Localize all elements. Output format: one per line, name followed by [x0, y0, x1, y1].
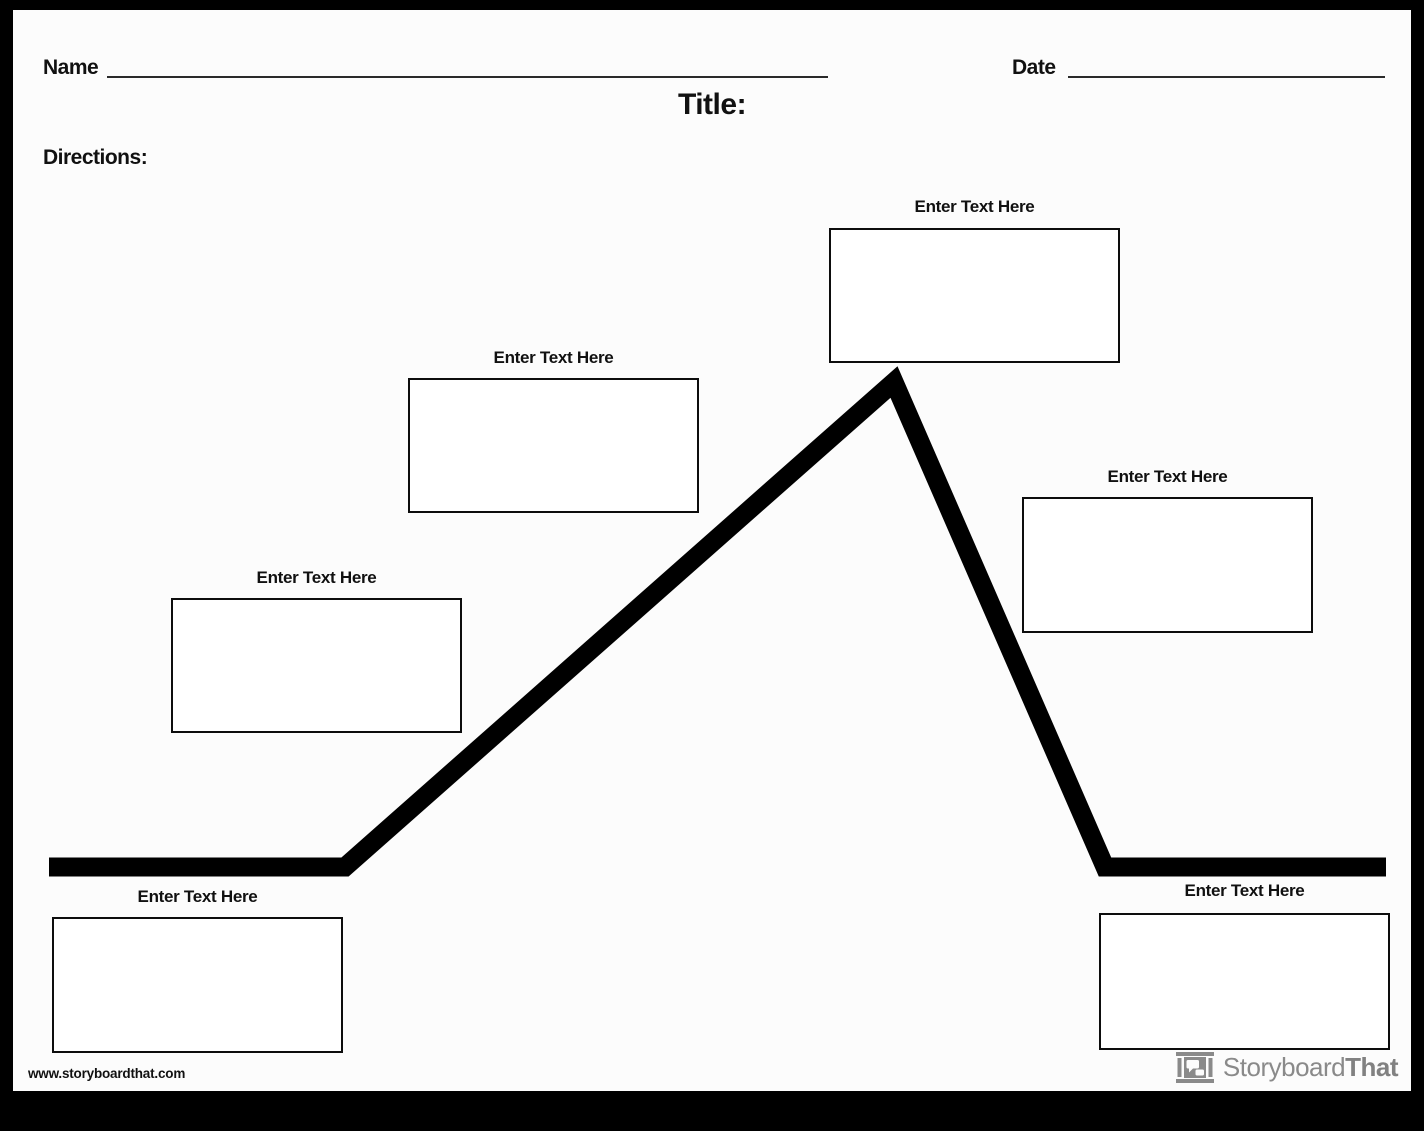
worksheet-page: Name Date Title: Directions: Enter Text …	[13, 10, 1411, 1091]
plot-box-rising-action-1[interactable]	[171, 598, 462, 733]
plot-box-label-resolution: Enter Text Here	[1184, 881, 1305, 900]
plot-box-rising-action-2[interactable]	[408, 378, 699, 513]
website-url[interactable]: www.storyboardthat.com	[28, 1066, 186, 1081]
plot-box-label-exposition: Enter Text Here	[137, 887, 258, 906]
title-label: Title:	[677, 88, 747, 121]
plot-box-exposition[interactable]	[52, 917, 343, 1053]
plot-box-label-rising-action-1: Enter Text Here	[256, 568, 377, 587]
plot-box-label-climax: Enter Text Here	[914, 197, 1035, 216]
name-label: Name	[43, 56, 99, 79]
storyboardthat-logo-icon	[1175, 1052, 1214, 1083]
date-input-line[interactable]	[1068, 76, 1385, 78]
storyboardthat-logo[interactable]: StoryboardThat	[1175, 1052, 1399, 1083]
plot-box-falling-action[interactable]	[1022, 497, 1313, 633]
storyboardthat-logo-text: StoryboardThat	[1222, 1052, 1399, 1083]
plot-box-label-falling-action: Enter Text Here	[1107, 467, 1228, 486]
plot-box-resolution[interactable]	[1099, 913, 1390, 1050]
logo-text-regular: Storyboard	[1222, 1052, 1346, 1082]
logo-text-bold: That	[1345, 1052, 1398, 1082]
plot-line	[49, 366, 1386, 877]
date-label: Date	[1012, 56, 1056, 79]
name-input-line[interactable]	[107, 76, 828, 78]
plot-box-climax[interactable]	[829, 228, 1120, 363]
plot-box-label-rising-action-2: Enter Text Here	[493, 348, 614, 367]
directions-label: Directions:	[43, 146, 148, 169]
